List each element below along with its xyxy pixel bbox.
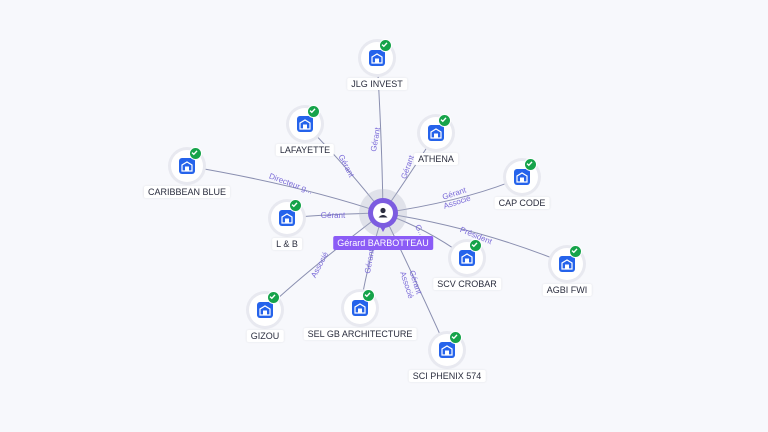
person-name-label: Gérard BARBOTTEAU	[333, 236, 433, 250]
edge-agbi	[382, 212, 568, 265]
company-bubble	[551, 245, 583, 280]
edge-jlg	[376, 57, 384, 214]
company-bubble	[289, 105, 321, 140]
company-name-label: SEL GB ARCHITECTURE	[303, 328, 417, 340]
company-name-label: AGBI FWI	[542, 284, 592, 296]
company-bubble	[171, 147, 203, 182]
company-bubble	[344, 289, 376, 324]
building-icon	[369, 50, 385, 66]
company-name-label: L & B	[272, 238, 302, 250]
building-icon	[257, 302, 273, 318]
person-icon	[373, 203, 393, 223]
edge-label-selgb: Gérant	[363, 248, 376, 274]
edge-label-caribbean: Directeur g...	[268, 172, 314, 196]
company-name-label: SCI PHENIX 574	[408, 370, 486, 382]
edge-label-gizou: Associé	[309, 250, 330, 279]
company-bubble	[249, 291, 281, 326]
edge-label-lb: Gérant	[321, 211, 346, 220]
building-icon	[428, 125, 444, 141]
building-icon	[559, 256, 575, 272]
edge-caribbean	[186, 165, 384, 214]
company-name-label: LAFAYETTE	[275, 144, 335, 156]
company-bubble	[361, 39, 393, 74]
company-name-label: CARIBBEAN BLUE	[143, 186, 231, 198]
verified-check-icon	[379, 39, 392, 52]
company-bubble	[271, 199, 303, 234]
company-name-label: GIZOU	[246, 330, 284, 342]
building-icon	[514, 169, 530, 185]
edge-label-jlg: Gérant	[369, 126, 382, 152]
building-icon	[352, 300, 368, 316]
verified-check-icon	[289, 199, 302, 212]
company-name-label: JLG INVEST	[347, 78, 407, 90]
building-icon	[279, 210, 295, 226]
company-bubble	[431, 331, 463, 366]
verified-check-icon	[189, 147, 202, 160]
verified-check-icon	[362, 289, 375, 302]
building-icon	[459, 250, 475, 266]
company-name-label: SCV CROBAR	[433, 278, 501, 290]
company-bubble	[420, 114, 452, 149]
verified-check-icon	[469, 239, 482, 252]
company-name-label: ATHENA	[414, 153, 458, 165]
verified-check-icon	[307, 105, 320, 118]
verified-check-icon	[524, 158, 537, 171]
building-icon	[179, 158, 195, 174]
building-icon	[297, 116, 313, 132]
company-name-label: CAP CODE	[494, 197, 550, 209]
verified-check-icon	[438, 114, 451, 127]
verified-check-icon	[267, 291, 280, 304]
edge-label-lafayette: Gérant	[336, 153, 356, 180]
verified-check-icon	[569, 245, 582, 258]
verified-check-icon	[449, 331, 462, 344]
company-bubble	[451, 239, 483, 274]
company-bubble	[506, 158, 538, 193]
building-icon	[439, 342, 455, 358]
